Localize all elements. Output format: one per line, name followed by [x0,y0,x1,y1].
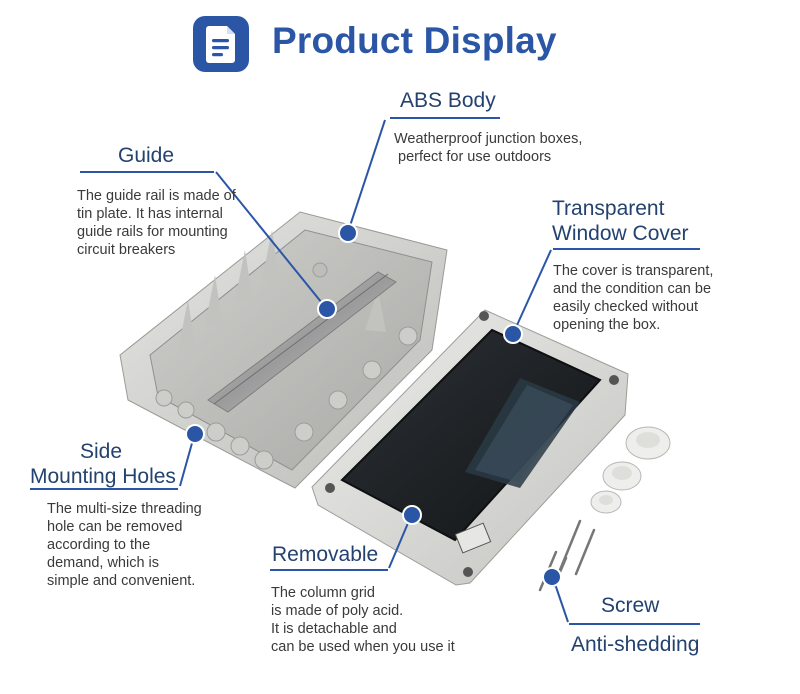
guide-description: The guide rail is made of tin plate. It … [77,188,236,258]
abs-body-description: Weatherproof junction boxes, perfect for… [394,131,583,165]
document-icon [193,16,249,72]
page-title: Product Display [272,20,557,61]
transparent-lid [311,309,629,586]
transparent-cover-heading: Transparent Window Cover [552,197,689,245]
side-mounting-holes-heading: Side Mounting Holes [30,440,176,488]
transparent-cover-description: The cover is transparent, and the condit… [553,263,714,333]
removable-heading: Removable [272,543,379,566]
side-mounting-holes-description: The multi-size threading hole can be rem… [47,501,202,589]
callout-lines [30,117,700,625]
screw-subtitle: Anti-shedding [571,633,700,656]
screw-heading: Screw [601,594,660,617]
callout-dots [185,223,562,587]
removable-description: The column grid is made of poly acid. It… [271,585,455,655]
abs-body-heading: ABS Body [400,89,496,112]
junction-box-body [119,211,448,489]
guide-heading: Guide [118,144,175,167]
sealing-plugs [590,426,671,514]
